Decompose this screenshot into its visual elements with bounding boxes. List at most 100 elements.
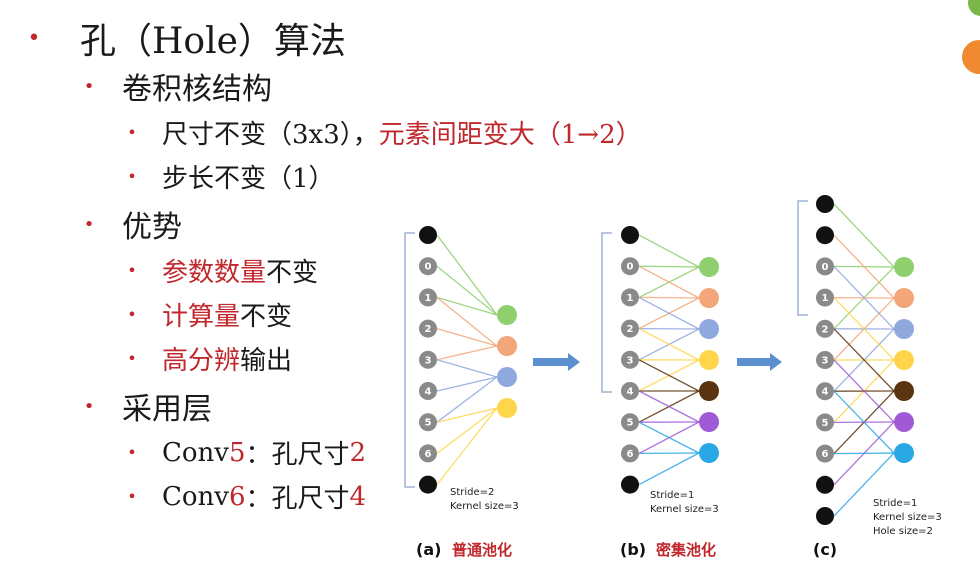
output-node bbox=[699, 412, 719, 432]
input-node: 0 bbox=[419, 257, 437, 276]
node-label: 3 bbox=[627, 355, 634, 366]
padding-node bbox=[621, 226, 639, 244]
connection-edge bbox=[436, 376, 498, 392]
input-node: 6 bbox=[621, 444, 639, 463]
right-arrow-icon bbox=[533, 353, 580, 371]
node-label: 4 bbox=[425, 387, 432, 398]
connection-edge bbox=[833, 234, 895, 299]
connection-edge bbox=[638, 452, 700, 486]
node-circle bbox=[816, 507, 834, 525]
node-label: 1 bbox=[425, 293, 432, 304]
node-circle bbox=[621, 350, 639, 369]
connection-edge bbox=[436, 296, 498, 316]
connection-edge bbox=[638, 328, 700, 361]
input-node: 3 bbox=[816, 351, 834, 369]
connection-edge bbox=[833, 265, 895, 330]
input-node: 5 bbox=[419, 413, 437, 432]
node-circle bbox=[816, 195, 834, 213]
list-item: • 高分辨输出 bbox=[122, 340, 292, 377]
node-label: 2 bbox=[822, 324, 829, 335]
connection-edge bbox=[638, 421, 700, 454]
input-node: 2 bbox=[816, 319, 834, 338]
list-item: • 计算量不变 bbox=[122, 296, 292, 333]
padding-node bbox=[816, 507, 834, 525]
node-circle bbox=[621, 475, 639, 494]
output-node bbox=[699, 319, 719, 339]
node-circle bbox=[419, 413, 437, 432]
input-node: 3 bbox=[621, 350, 639, 369]
connection-edge bbox=[436, 407, 498, 454]
node-circle bbox=[419, 382, 437, 400]
output-node bbox=[497, 305, 517, 325]
node-circle bbox=[419, 350, 437, 369]
node-label: 3 bbox=[822, 356, 829, 367]
output-node bbox=[699, 381, 719, 401]
output-node bbox=[894, 412, 914, 432]
output-node bbox=[497, 398, 517, 418]
connection-edge bbox=[833, 359, 895, 423]
output-node bbox=[699, 443, 719, 463]
node-circle bbox=[621, 226, 639, 244]
panel-note: Kernel size=3 bbox=[650, 504, 719, 515]
panel-note: Stride=2 bbox=[450, 487, 494, 498]
input-node: 0 bbox=[816, 257, 834, 276]
input-node: 5 bbox=[621, 413, 639, 432]
output-node bbox=[894, 257, 914, 277]
connection-edge bbox=[638, 390, 700, 423]
output-node bbox=[894, 443, 914, 463]
node-label: 2 bbox=[627, 324, 634, 335]
title-text: 孔（Hole）算法 bbox=[80, 21, 346, 62]
input-node: 5 bbox=[816, 413, 834, 432]
node-label: 1 bbox=[627, 293, 634, 304]
section-label: 优势 bbox=[122, 210, 182, 245]
connection-edge bbox=[436, 296, 498, 347]
item-highlight: 元素间距变大（1→2） bbox=[378, 120, 642, 150]
node-label: 0 bbox=[627, 262, 634, 273]
panel-note: Hole size=2 bbox=[873, 526, 933, 537]
padding-node bbox=[816, 475, 834, 494]
input-node: 2 bbox=[621, 319, 639, 338]
padding-node bbox=[621, 475, 639, 494]
bullet-dot: • bbox=[127, 305, 137, 324]
node-circle bbox=[816, 257, 834, 276]
input-node: 6 bbox=[816, 444, 834, 463]
item-text: Conv bbox=[162, 437, 229, 468]
connection-edge bbox=[436, 407, 498, 423]
node-label: 6 bbox=[627, 449, 634, 460]
node-circle bbox=[621, 288, 639, 307]
output-node bbox=[894, 319, 914, 339]
item-text: 不变 bbox=[240, 302, 293, 332]
node-label: 3 bbox=[425, 355, 432, 366]
panel-caption-letter: (b) bbox=[620, 540, 646, 559]
node-circle bbox=[816, 319, 834, 338]
node-circle bbox=[816, 288, 834, 307]
item-text: 步长不变（1） bbox=[162, 164, 335, 194]
node-circle bbox=[621, 319, 639, 338]
node-label: 6 bbox=[822, 449, 829, 460]
connection-edge bbox=[833, 328, 895, 392]
input-node: 4 bbox=[419, 382, 437, 400]
section-kernel: • 卷积核结构 bbox=[78, 64, 272, 108]
corner-green-circle bbox=[968, 0, 980, 16]
node-circle bbox=[621, 257, 639, 276]
output-node bbox=[497, 336, 517, 356]
panel-note: Stride=1 bbox=[873, 498, 917, 509]
node-label: 6 bbox=[425, 449, 432, 460]
padding-node bbox=[419, 226, 437, 244]
node-circle bbox=[419, 475, 437, 494]
item-highlight: 4 bbox=[349, 481, 367, 512]
input-node: 1 bbox=[816, 288, 834, 307]
node-circle bbox=[816, 413, 834, 432]
bullet-dot: • bbox=[127, 261, 137, 280]
node-circle bbox=[419, 288, 437, 307]
bullet-dot: • bbox=[127, 123, 137, 142]
padding-node bbox=[419, 475, 437, 494]
bullet-dot: • bbox=[83, 75, 95, 97]
panel-caption-text: 普通池化 bbox=[452, 541, 512, 559]
input-node: 4 bbox=[621, 382, 639, 400]
